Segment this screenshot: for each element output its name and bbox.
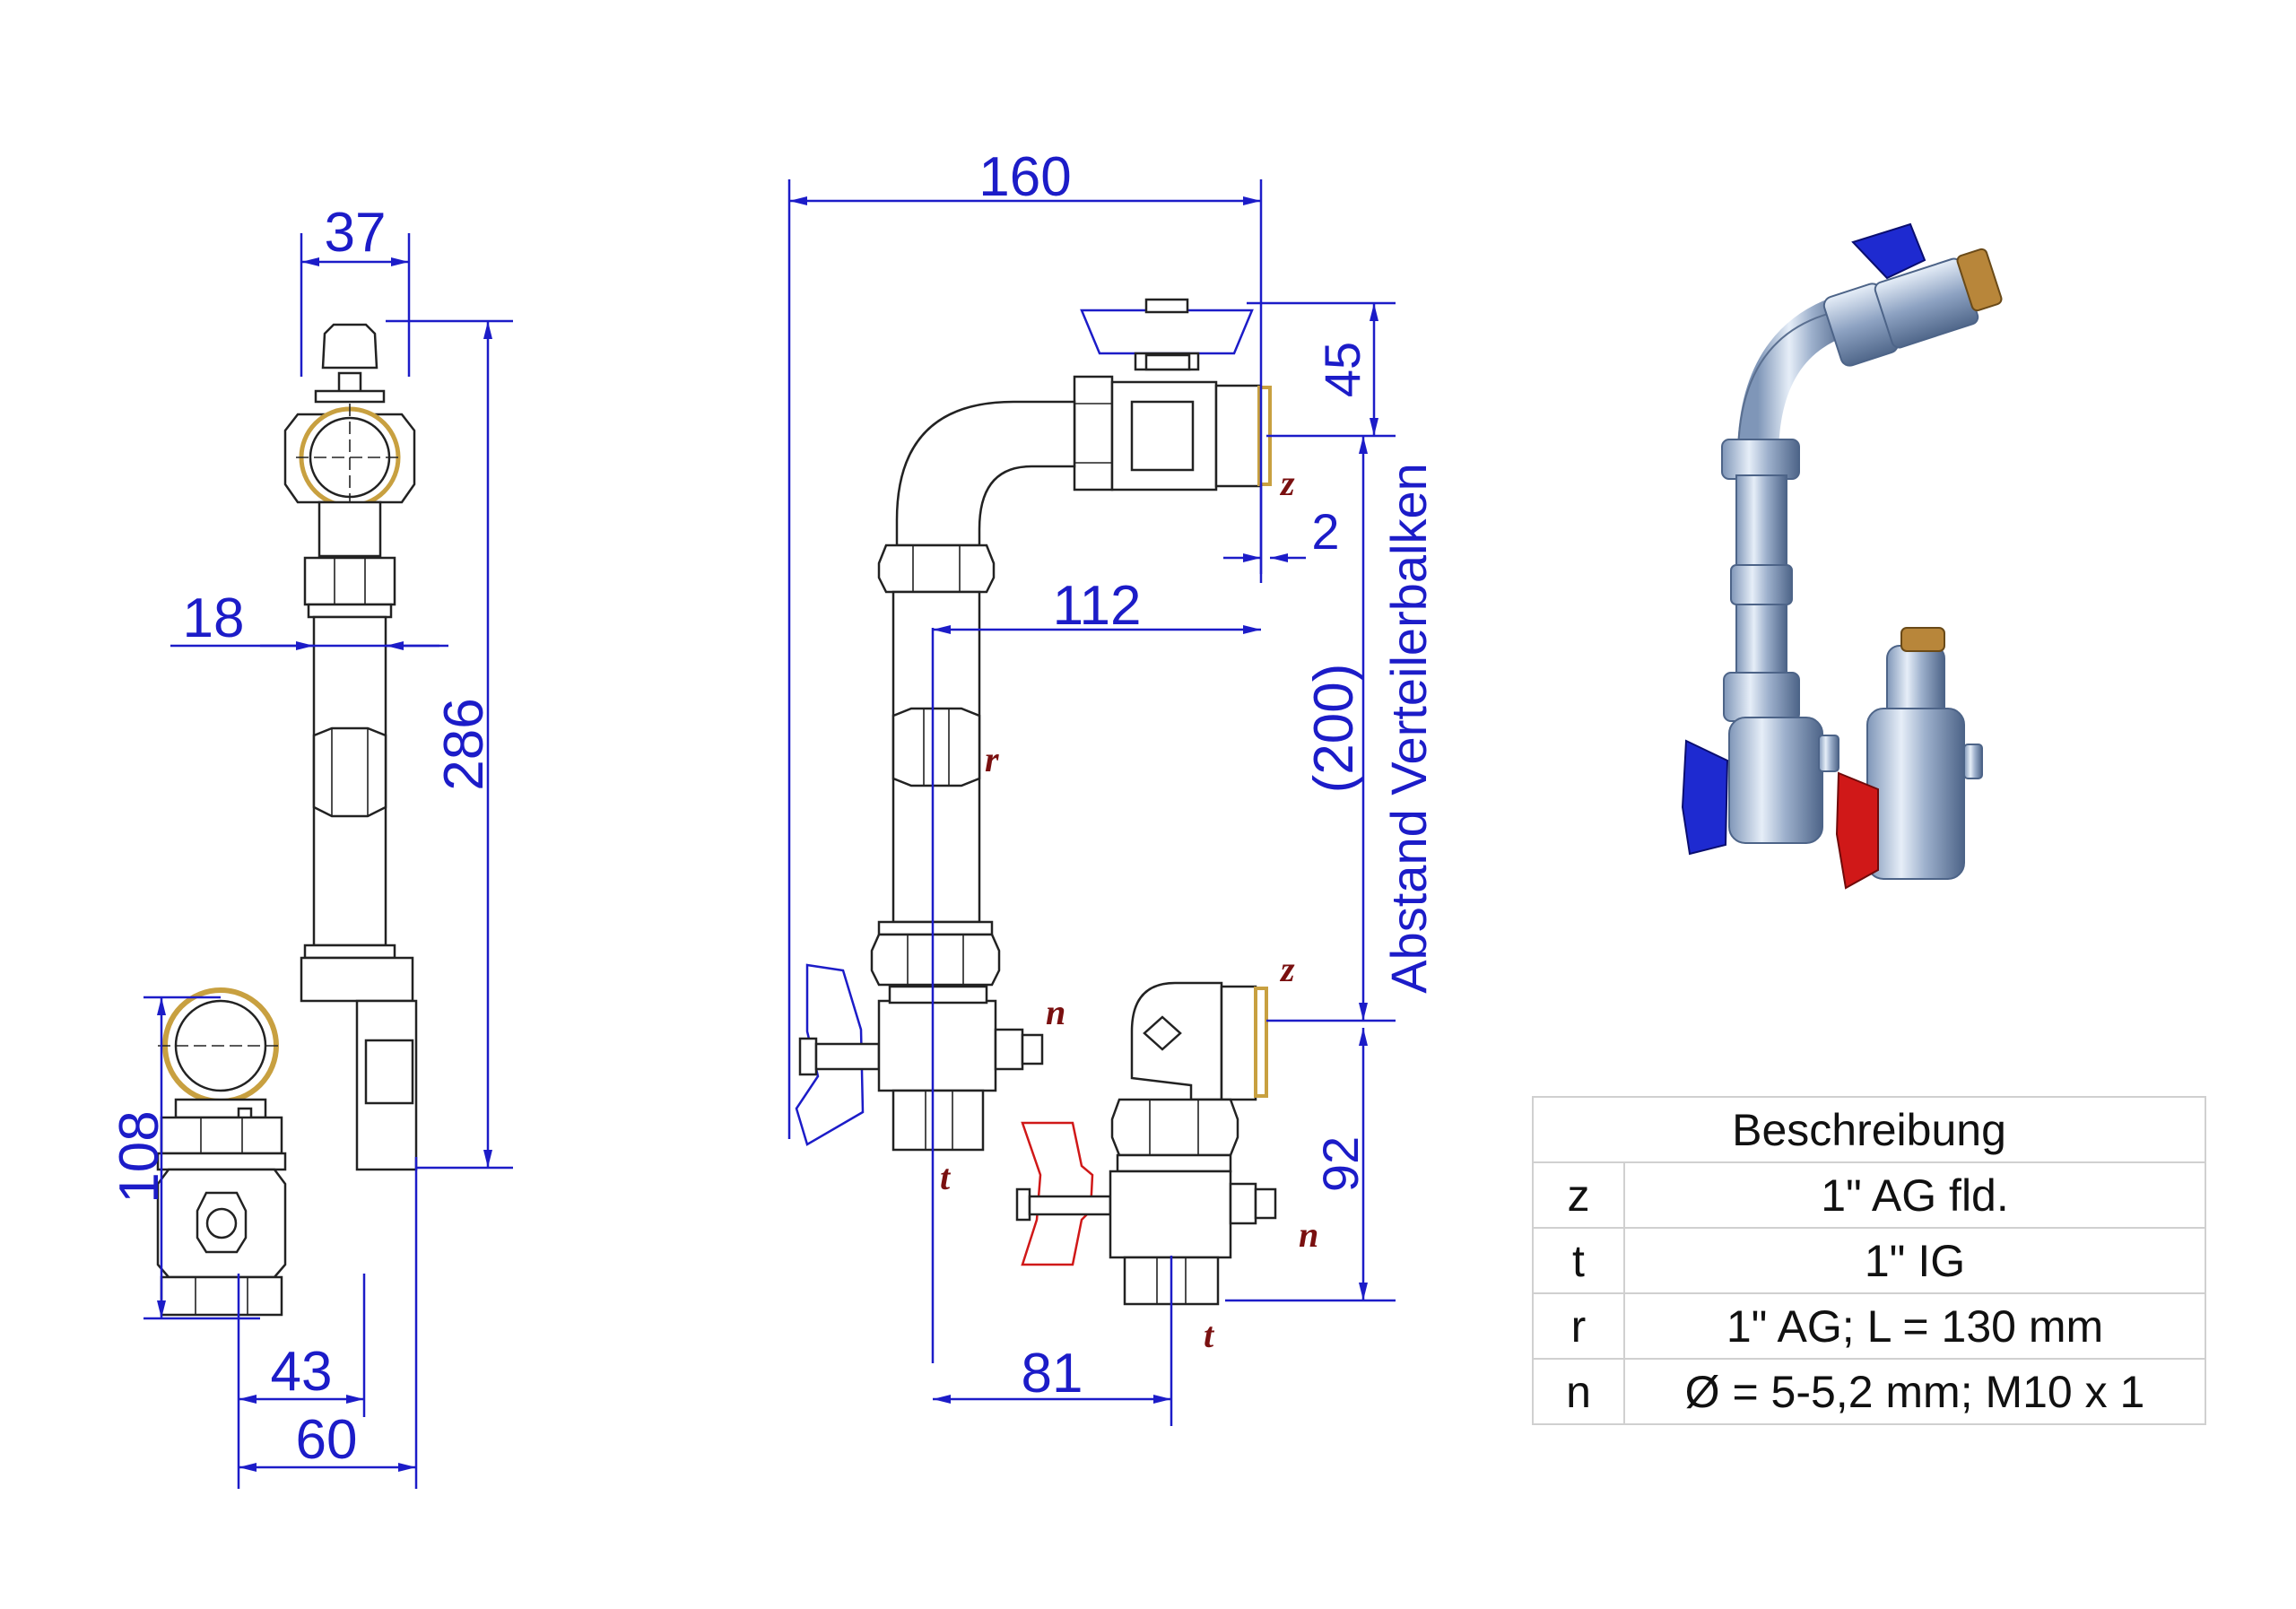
top-handle-side: [321, 323, 378, 370]
render-blue-handle: [1681, 739, 1729, 856]
render-blue-handle-top: [1851, 222, 1926, 280]
lower-thread: [160, 1275, 283, 1317]
legend-key: n: [1532, 1358, 1625, 1425]
stem: [337, 371, 362, 395]
legend-title: Beschreibung: [1532, 1096, 2206, 1163]
legend-key: t: [1532, 1227, 1625, 1294]
side-view-dimensions: 37 18 286 108 43 60: [109, 202, 513, 1489]
legend-value: Ø = 5-5,2 mm; M10 x 1: [1623, 1358, 2206, 1425]
label-z-top: z: [1279, 463, 1295, 503]
front-view-dimensions: 160 45 2 112 (200) Abstand Verteilerbalk…: [787, 146, 1437, 1426]
lower-nut: [300, 956, 414, 1003]
legend-key: r: [1532, 1292, 1625, 1360]
dim-37: 37: [325, 202, 387, 264]
render-lower-left-valve: [1728, 717, 1823, 844]
top-handle: [1080, 309, 1254, 355]
label-n-right: n: [1299, 1214, 1318, 1255]
union-collar: [156, 1152, 287, 1171]
label-t-left: t: [940, 1157, 952, 1197]
rear-valve-port: [364, 1039, 414, 1105]
legend-value: 1" AG; L = 130 mm: [1623, 1292, 2206, 1360]
legend-row: t 1" IG: [1532, 1227, 2206, 1294]
distance-label: Abstand Verteilerbalken: [1380, 463, 1437, 994]
legend-header-row: Beschreibung: [1532, 1096, 2206, 1163]
lower-right-valve-body: [1109, 1170, 1232, 1259]
dim-112: 112: [1053, 575, 1142, 637]
upper-nut-collar: [307, 603, 393, 619]
render-red-handle: [1835, 771, 1879, 890]
legend-key: z: [1532, 1161, 1625, 1229]
dim-81: 81: [1022, 1343, 1083, 1405]
front-lower-nut: [870, 933, 1001, 987]
dim-43: 43: [271, 1341, 333, 1403]
lower-nut-collar: [303, 944, 396, 960]
label-n-left: n: [1046, 992, 1065, 1032]
top-nut: [1073, 375, 1114, 491]
legend-value: 1" AG fld.: [1623, 1161, 2206, 1229]
legend-value: 1" IG: [1623, 1227, 2206, 1294]
legend-row: z 1" AG fld.: [1532, 1161, 2206, 1229]
front-pipe-hex: [891, 707, 981, 787]
legend-row: n Ø = 5-5,2 mm; M10 x 1: [1532, 1358, 2206, 1425]
dim-2: 2: [1311, 503, 1339, 560]
label-t-right: t: [1204, 1315, 1215, 1355]
front-view: [795, 298, 1277, 1306]
upper-elbow: [895, 400, 1076, 547]
lower-elbow-thread: [1220, 985, 1257, 1101]
stem-collar: [314, 389, 386, 404]
dim-60: 60: [296, 1409, 358, 1471]
dim-286: 286: [433, 698, 495, 790]
legend-row: r 1" AG; L = 130 mm: [1532, 1292, 2206, 1360]
dim-160: 160: [978, 146, 1071, 208]
pipe-hex: [312, 726, 387, 818]
lower-seal: [1254, 987, 1268, 1098]
lower-left-valve-body: [877, 999, 997, 1092]
lower-right-nut: [1110, 1098, 1239, 1157]
product-render: [1681, 222, 2003, 890]
label-r: r: [985, 739, 999, 779]
legend-table: Beschreibung z 1" AG fld. t 1" IG r 1" A…: [1532, 1096, 2206, 1425]
port-labels: z r n t z n t: [940, 463, 1318, 1355]
top-valve-thread: [1214, 384, 1261, 488]
render-lower-right-valve: [1866, 708, 1965, 880]
dim-18: 18: [183, 587, 245, 649]
union-nut: [160, 1116, 283, 1155]
dim-108: 108: [109, 1110, 170, 1203]
dim-200: (200): [1303, 664, 1365, 794]
red-handle-front: [1021, 1121, 1094, 1266]
dim-45: 45: [1314, 342, 1370, 397]
side-view: [156, 323, 418, 1317]
lower-elbow: [1130, 981, 1223, 1101]
dim-92: 92: [1312, 1136, 1369, 1192]
label-z-bottom: z: [1279, 949, 1295, 989]
lower-left-thread: [891, 1089, 985, 1152]
elbow-nut: [877, 544, 996, 594]
neck: [317, 500, 382, 558]
upper-nut: [303, 556, 396, 606]
